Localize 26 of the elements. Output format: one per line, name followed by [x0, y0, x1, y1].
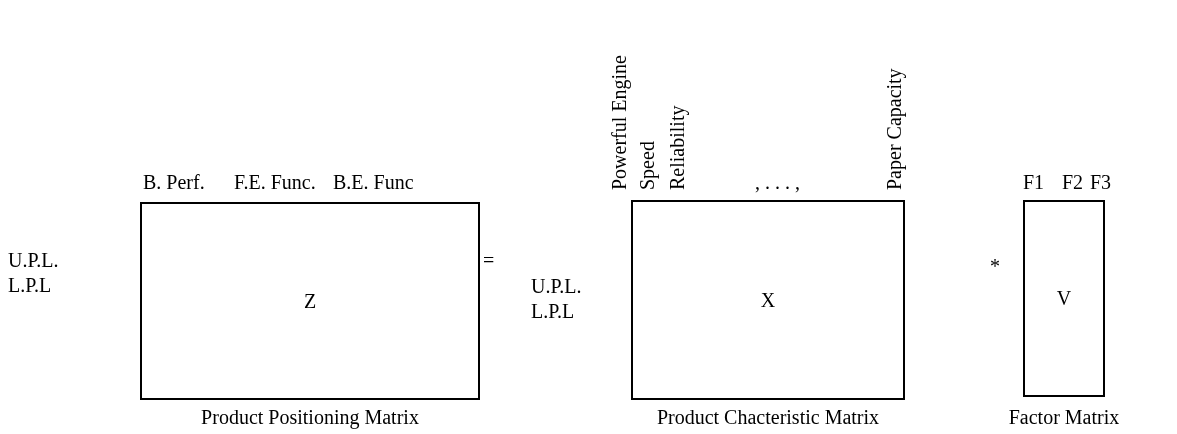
- ellipsis: , . . . ,: [755, 172, 800, 192]
- row-label: U.P.L.: [531, 276, 582, 296]
- column-header: F2: [1062, 172, 1084, 192]
- column-header: F.E. Func.: [234, 172, 316, 192]
- multiplication-sign: *: [990, 256, 1000, 276]
- column-header: B.E. Func: [333, 172, 414, 192]
- matrix-caption: Product Positioning Matrix: [200, 407, 420, 427]
- row-label: L.P.L: [531, 301, 575, 321]
- matrix-box: [631, 200, 905, 400]
- column-header: Paper Capacity: [884, 67, 904, 190]
- column-header: Speed: [637, 140, 657, 190]
- row-label: L.P.L: [8, 275, 52, 295]
- equals-sign: =: [483, 250, 495, 270]
- matrix-caption: Product Chacteristic Matrix: [655, 407, 881, 427]
- matrix-symbol: V: [1056, 287, 1072, 310]
- column-header: F1: [1023, 172, 1045, 192]
- matrix-box: [140, 202, 480, 400]
- column-header: Powerful Engine: [609, 54, 629, 190]
- column-header: F3: [1090, 172, 1112, 192]
- column-header: Reliability: [667, 104, 687, 190]
- matrix-symbol: Z: [303, 289, 317, 313]
- matrix-box: [1023, 200, 1105, 397]
- matrix-symbol: X: [760, 288, 776, 312]
- row-label: U.P.L.: [8, 250, 59, 270]
- matrix-caption: Factor Matrix: [1007, 407, 1121, 427]
- column-header: B. Perf.: [143, 172, 205, 192]
